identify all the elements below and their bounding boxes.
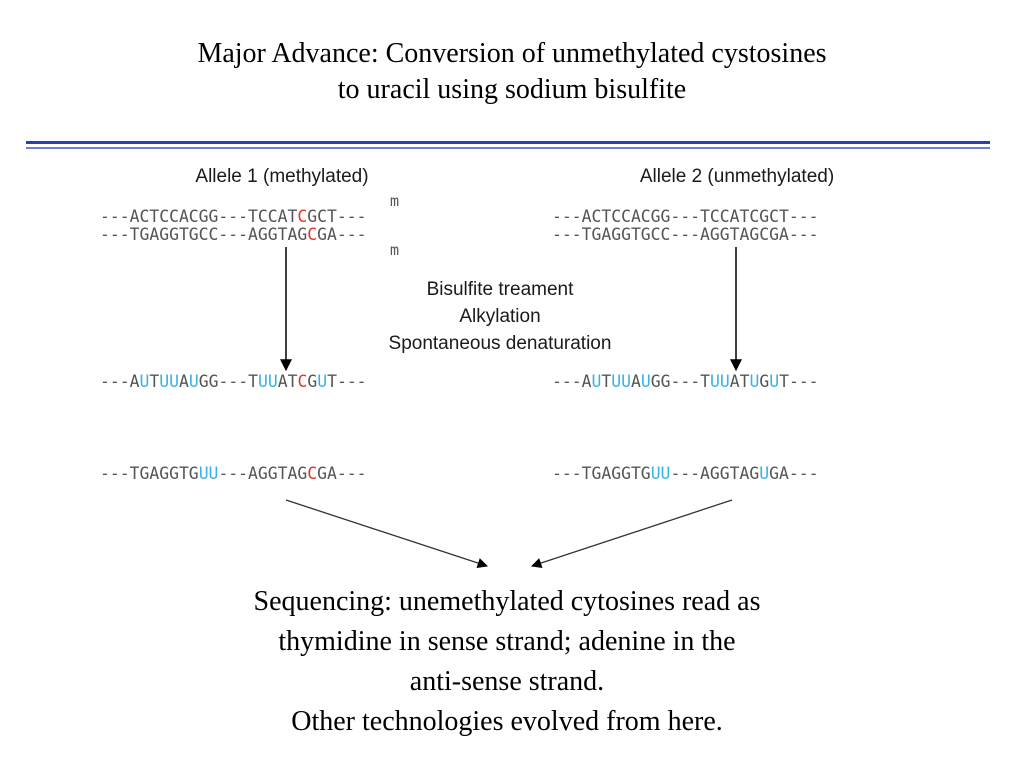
methyl-mark-bottom: m xyxy=(390,241,400,259)
sequence-segment: A xyxy=(178,372,189,391)
sequence-segment: ---TGAGGTGCC---AGGTAGCGA--- xyxy=(552,225,819,244)
allele2-converted-top-strand: ---AUTUUAUGG---TUUATUGUT--- xyxy=(552,373,819,391)
allele1-converted-bottom-strand: ---TGAGGTGUU---AGGTAGCGA--- xyxy=(100,465,366,483)
converted-uracil: U xyxy=(749,372,760,391)
sequence-segment: ---A xyxy=(552,372,592,391)
sequence-segment: GG---T xyxy=(650,372,710,391)
treatment-step-denaturation: Spontaneous denaturation xyxy=(388,333,612,354)
converted-uracil: UU xyxy=(650,464,671,483)
treatment-step-bisulfite: Bisulfite treament xyxy=(426,279,574,300)
title-divider-thin xyxy=(26,147,990,149)
allele1-sequencing-arrow xyxy=(285,499,488,569)
sequence-segment: ---TGAGGTG xyxy=(552,464,651,483)
converted-uracil: UU xyxy=(709,372,730,391)
treatment-steps: Bisulfite treament Alkylation Spontaneou… xyxy=(350,276,650,357)
sequence-segment: G xyxy=(759,372,770,391)
sequence-segment: T xyxy=(601,372,612,391)
allele2-original-top-strand: ---ACTCCACGG---TCCATCGCT--- xyxy=(552,208,818,226)
methylated-cytosine: C xyxy=(297,372,308,391)
converted-uracil: UU xyxy=(159,372,179,391)
title-divider xyxy=(26,141,990,144)
summary-line-4: Other technologies evolved from here. xyxy=(291,706,723,737)
sequence-segment: GA--- xyxy=(317,464,367,483)
converted-uracil: U xyxy=(759,464,770,483)
converted-uracil: U xyxy=(139,372,150,391)
sequence-segment: T--- xyxy=(327,372,367,391)
sequence-segment: ---ACTCCACGG---TCCATCGCT--- xyxy=(552,207,819,226)
sequence-segment: GCT--- xyxy=(307,207,367,226)
converted-uracil: UU xyxy=(611,372,631,391)
allele1-original-bottom-strand: ---TGAGGTGCC---AGGTAGCGA--- xyxy=(100,226,366,244)
sequence-segment: ---AGGTAG xyxy=(670,464,760,483)
allele2-converted-bottom-strand: ---TGAGGTGUU---AGGTAGUGA--- xyxy=(552,465,818,483)
sequence-segment: GA--- xyxy=(769,464,819,483)
sequence-segment: ---TGAGGTGCC---AGGTAG xyxy=(100,225,308,244)
title-line-2: to uracil using sodium bisulfite xyxy=(337,74,687,105)
converted-uracil: UU xyxy=(257,372,278,391)
converted-uracil: U xyxy=(769,372,780,391)
methylated-cytosine: C xyxy=(307,225,318,244)
allele1-original-top-strand: ---ACTCCACGG---TCCATCGCT--- xyxy=(100,208,366,226)
allele2-original-bottom-strand: ---TGAGGTGCC---AGGTAGCGA--- xyxy=(552,226,818,244)
allele1-converted-top-strand: ---AUTUUAUGG---TUUATCGUT--- xyxy=(100,373,367,391)
sequence-segment: ---A xyxy=(100,372,140,391)
allele2-heading: Allele 2 (unmethylated) xyxy=(639,166,835,187)
sequence-segment: T--- xyxy=(779,372,819,391)
methylated-cytosine: C xyxy=(307,464,318,483)
sequence-segment: AT xyxy=(277,372,298,391)
sequence-segment: G xyxy=(307,372,318,391)
sequence-segment: ---ACTCCACGG---TCCAT xyxy=(100,207,298,226)
sequence-segment: GA--- xyxy=(317,225,367,244)
sequence-segment: A xyxy=(630,372,641,391)
summary-line-2: thymidine in sense strand; adenine in th… xyxy=(278,626,736,657)
methylated-cytosine: C xyxy=(297,207,308,226)
sequencing-summary: Sequencing: unemethylated cytosines read… xyxy=(0,582,1014,742)
converted-uracil: UU xyxy=(198,464,219,483)
sequence-segment: AT xyxy=(729,372,750,391)
methyl-mark-top: m xyxy=(390,192,400,210)
sequence-segment: ---AGGTAG xyxy=(218,464,308,483)
converted-uracil: U xyxy=(317,372,328,391)
summary-line-3: anti-sense strand. xyxy=(409,666,605,697)
sequence-segment: GG---T xyxy=(198,372,258,391)
sequence-segment: T xyxy=(149,372,160,391)
allele2-sequencing-arrow xyxy=(531,499,733,569)
summary-line-1: Sequencing: unemethylated cytosines read… xyxy=(253,586,761,617)
converted-uracil: U xyxy=(188,372,199,391)
allele1-heading: Allele 1 (methylated) xyxy=(195,166,369,187)
slide-title: Major Advance: Conversion of unmethylate… xyxy=(0,36,1024,108)
converted-uracil: U xyxy=(640,372,651,391)
treatment-step-alkylation: Alkylation xyxy=(459,306,541,327)
sequence-segment: ---TGAGGTG xyxy=(100,464,199,483)
converted-uracil: U xyxy=(591,372,602,391)
title-line-1: Major Advance: Conversion of unmethylate… xyxy=(197,38,827,69)
